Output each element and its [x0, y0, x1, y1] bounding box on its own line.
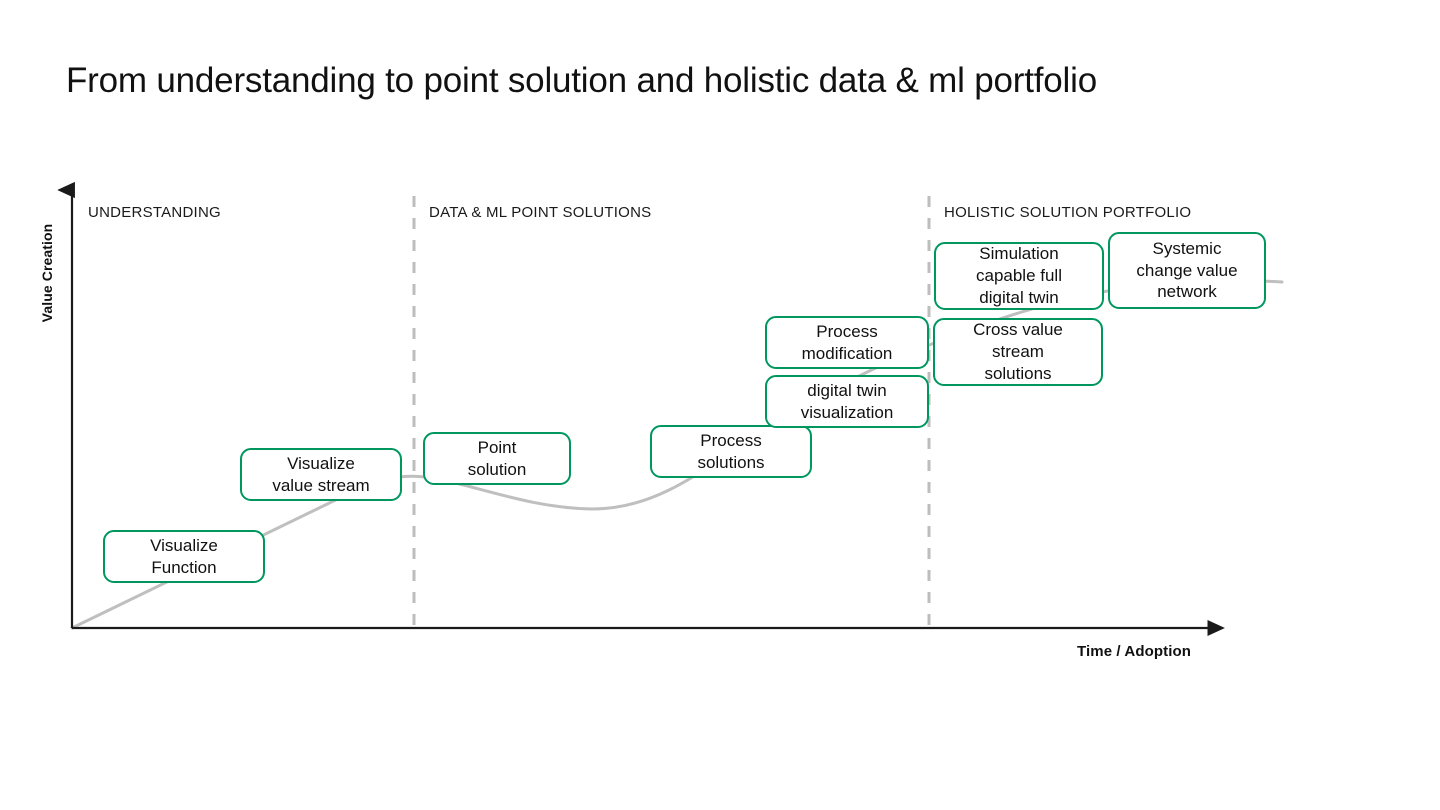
node-process-solutions-label: Process solutions: [697, 430, 765, 472]
node-simulation-capable-full-digital-twin-label: Simulation capable full digital twin: [975, 244, 1062, 307]
node-process-solutions[interactable]: Process solutions: [650, 425, 812, 478]
phase-label-data-ml-point-solutions: DATA & ML POINT SOLUTIONS: [429, 204, 652, 221]
node-visualize-value-stream[interactable]: Visualize value stream: [240, 448, 402, 501]
axes-group: [57, 181, 1225, 637]
phase-label-understanding: UNDERSTANDING: [88, 204, 221, 221]
node-digital-twin-visualization[interactable]: digital twin visualization: [765, 375, 929, 428]
node-digital-twin-visualization-label: digital twin visualization: [800, 380, 894, 422]
node-process-modification[interactable]: Process modification: [765, 316, 929, 369]
phase-label-holistic-solution-portfolio: HOLISTIC SOLUTION PORTFOLIO: [944, 204, 1192, 221]
phase-dividers: [412, 196, 931, 628]
page-title: From understanding to point solution and…: [66, 61, 1097, 100]
y-axis-label: Value Creation: [39, 223, 55, 323]
x-axis-label: Time / Adoption: [1077, 643, 1191, 660]
node-systemic-change-value-network-label: Systemic change value network: [1136, 238, 1238, 302]
node-systemic-change-value-network[interactable]: Systemic change value network: [1108, 232, 1266, 309]
node-point-solution-label: Point solution: [467, 437, 527, 479]
node-process-modification-label: Process modification: [801, 321, 893, 363]
node-visualize-function-label: Visualize Function: [150, 535, 218, 577]
node-point-solution[interactable]: Point solution: [423, 432, 571, 485]
node-visualize-value-stream-label: Visualize value stream: [272, 453, 370, 495]
node-visualize-function[interactable]: Visualize Function: [103, 530, 265, 583]
node-simulation-capable-full-digital-twin[interactable]: Simulation capable full digital twin: [934, 242, 1104, 310]
node-cross-value-stream-solutions[interactable]: Cross value stream solutions: [933, 318, 1103, 386]
node-cross-value-stream-solutions-label: Cross value stream solutions: [973, 320, 1063, 383]
